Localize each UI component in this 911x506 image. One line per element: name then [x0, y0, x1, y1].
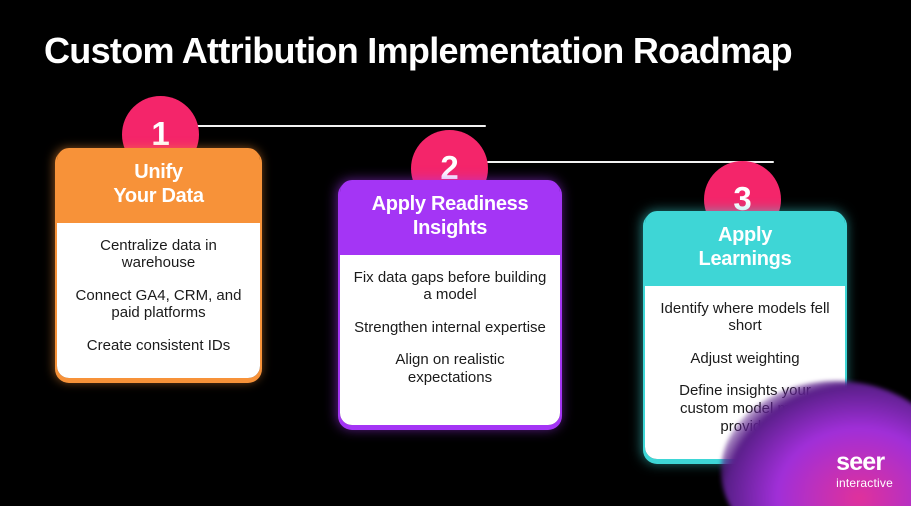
step-card-2-header: Apply Readiness Insights	[340, 180, 560, 255]
step-card-3-heading-line-2: Learnings	[698, 248, 792, 271]
list-item: Identify where models fell short	[660, 299, 830, 335]
list-item: Centralize data in warehouse	[100, 236, 217, 272]
step-card-2-inner: Apply Readiness Insights Fix data gaps b…	[340, 180, 560, 425]
step-card-3-inner: Apply Learnings Identify where models fe…	[645, 211, 845, 459]
list-item: Connect GA4, CRM, and paid platforms	[75, 286, 242, 322]
list-item: Adjust weighting	[690, 349, 800, 367]
step-card-1: Unify Your Data Centralize data in wareh…	[57, 148, 260, 378]
list-item: Align on realistic expectations	[395, 351, 505, 386]
brand-name: seer	[836, 448, 885, 476]
connector-line-step2-step3	[487, 161, 774, 163]
step-card-1-inner: Unify Your Data Centralize data in wareh…	[57, 148, 260, 378]
connector-line-step1-step2	[196, 125, 486, 127]
step-card-3: Apply Learnings Identify where models fe…	[645, 211, 845, 459]
page-title: Custom Attribution Implementation Roadma…	[44, 30, 793, 71]
step-card-1-heading-line-1: Unify	[134, 161, 183, 183]
step-card-2-heading-line-1: Apply Readiness	[371, 193, 529, 215]
step-card-2-body: Fix data gaps before building a model St…	[340, 254, 560, 425]
list-item: Strengthen internal expertise	[354, 318, 546, 336]
step-card-1-header: Unify Your Data	[57, 148, 260, 223]
brand-tagline: interactive	[836, 476, 893, 490]
step-card-2-heading-line-2: Insights	[412, 217, 488, 240]
step-card-3-heading-line-1: Apply	[717, 224, 773, 246]
brand-logo: seer interactive	[836, 448, 893, 490]
list-item: Create consistent IDs	[86, 336, 231, 354]
step-card-1-heading-line-2: Your Data	[113, 185, 204, 208]
step-card-1-body: Centralize data in warehouse Connect GA4…	[57, 222, 260, 378]
step-card-2: Apply Readiness Insights Fix data gaps b…	[340, 180, 560, 425]
list-item: Fix data gaps before building a model	[353, 268, 547, 304]
step-card-3-header: Apply Learnings	[645, 211, 845, 286]
